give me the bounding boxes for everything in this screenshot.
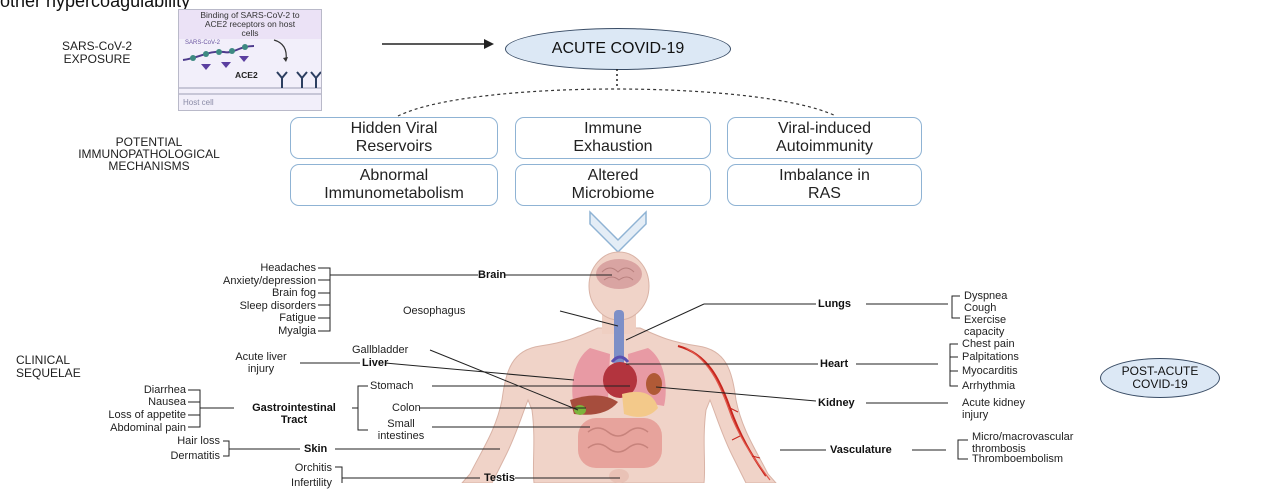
symptom-myalgia: Myalgia bbox=[150, 325, 316, 337]
symptom-dermatitis: Dermatitis bbox=[120, 450, 220, 462]
symptom-infertility: Infertility bbox=[232, 477, 332, 489]
symptom-headaches: Headaches bbox=[150, 262, 316, 274]
symptom-abdominal-pain: Abdominal pain bbox=[40, 422, 186, 434]
symptom-cough: Cough bbox=[964, 302, 996, 314]
symptom-arrhythmia: Arrhythmia bbox=[962, 380, 1015, 392]
symptom-anxiety-depression: Anxiety/depression bbox=[150, 275, 316, 287]
symptom-acute-liver-injury: Acute liver injury bbox=[222, 351, 300, 375]
organ-vasculature: Vasculature bbox=[830, 444, 892, 456]
organ-small-intestines: Small intestines bbox=[370, 418, 432, 442]
symptom-diarrhea: Diarrhea bbox=[40, 384, 186, 396]
symptom-micro-macrovascular-thrombosis: Micro/macrovascular thrombosis bbox=[972, 431, 1073, 455]
symptom-sleep-disorders: Sleep disorders bbox=[150, 300, 316, 312]
symptom-chest-pain: Chest pain bbox=[962, 338, 1015, 350]
symptom-acute-kidney-injury: Acute kidney injury bbox=[962, 397, 1025, 421]
organ-oesophagus: Oesophagus bbox=[403, 305, 465, 317]
organ-testis: Testis bbox=[484, 472, 515, 484]
organ-kidney: Kidney bbox=[818, 397, 855, 409]
symptom-exercise-capacity: Exercise capacity bbox=[964, 314, 1006, 338]
symptom-nausea: Nausea bbox=[40, 396, 186, 408]
organ-gi-tract: Gastrointestinal Tract bbox=[236, 402, 352, 426]
organ-heart: Heart bbox=[820, 358, 848, 370]
organ-colon: Colon bbox=[392, 402, 421, 414]
symptom-loss-of-appetite: Loss of appetite bbox=[40, 409, 186, 421]
symptom-orchitis: Orchitis bbox=[232, 462, 332, 474]
organ-liver: Liver bbox=[362, 357, 388, 369]
organ-gallbladder: Gallbladder bbox=[352, 344, 408, 356]
symptom-myocarditis: Myocarditis bbox=[962, 365, 1018, 377]
organ-brain: Brain bbox=[478, 269, 506, 281]
organ-skin: Skin bbox=[304, 443, 327, 455]
symptom-thromboembolism: Thromboembolism bbox=[972, 453, 1063, 465]
symptom-hair-loss: Hair loss bbox=[120, 435, 220, 447]
organ-lungs: Lungs bbox=[818, 298, 851, 310]
symptom-dyspnea: Dyspnea bbox=[964, 290, 1007, 302]
symptom-fatigue: Fatigue bbox=[150, 312, 316, 324]
symptom-brain-fog: Brain fog bbox=[150, 287, 316, 299]
symptom-palpitations: Palpitations bbox=[962, 351, 1019, 363]
organ-stomach: Stomach bbox=[370, 380, 413, 392]
